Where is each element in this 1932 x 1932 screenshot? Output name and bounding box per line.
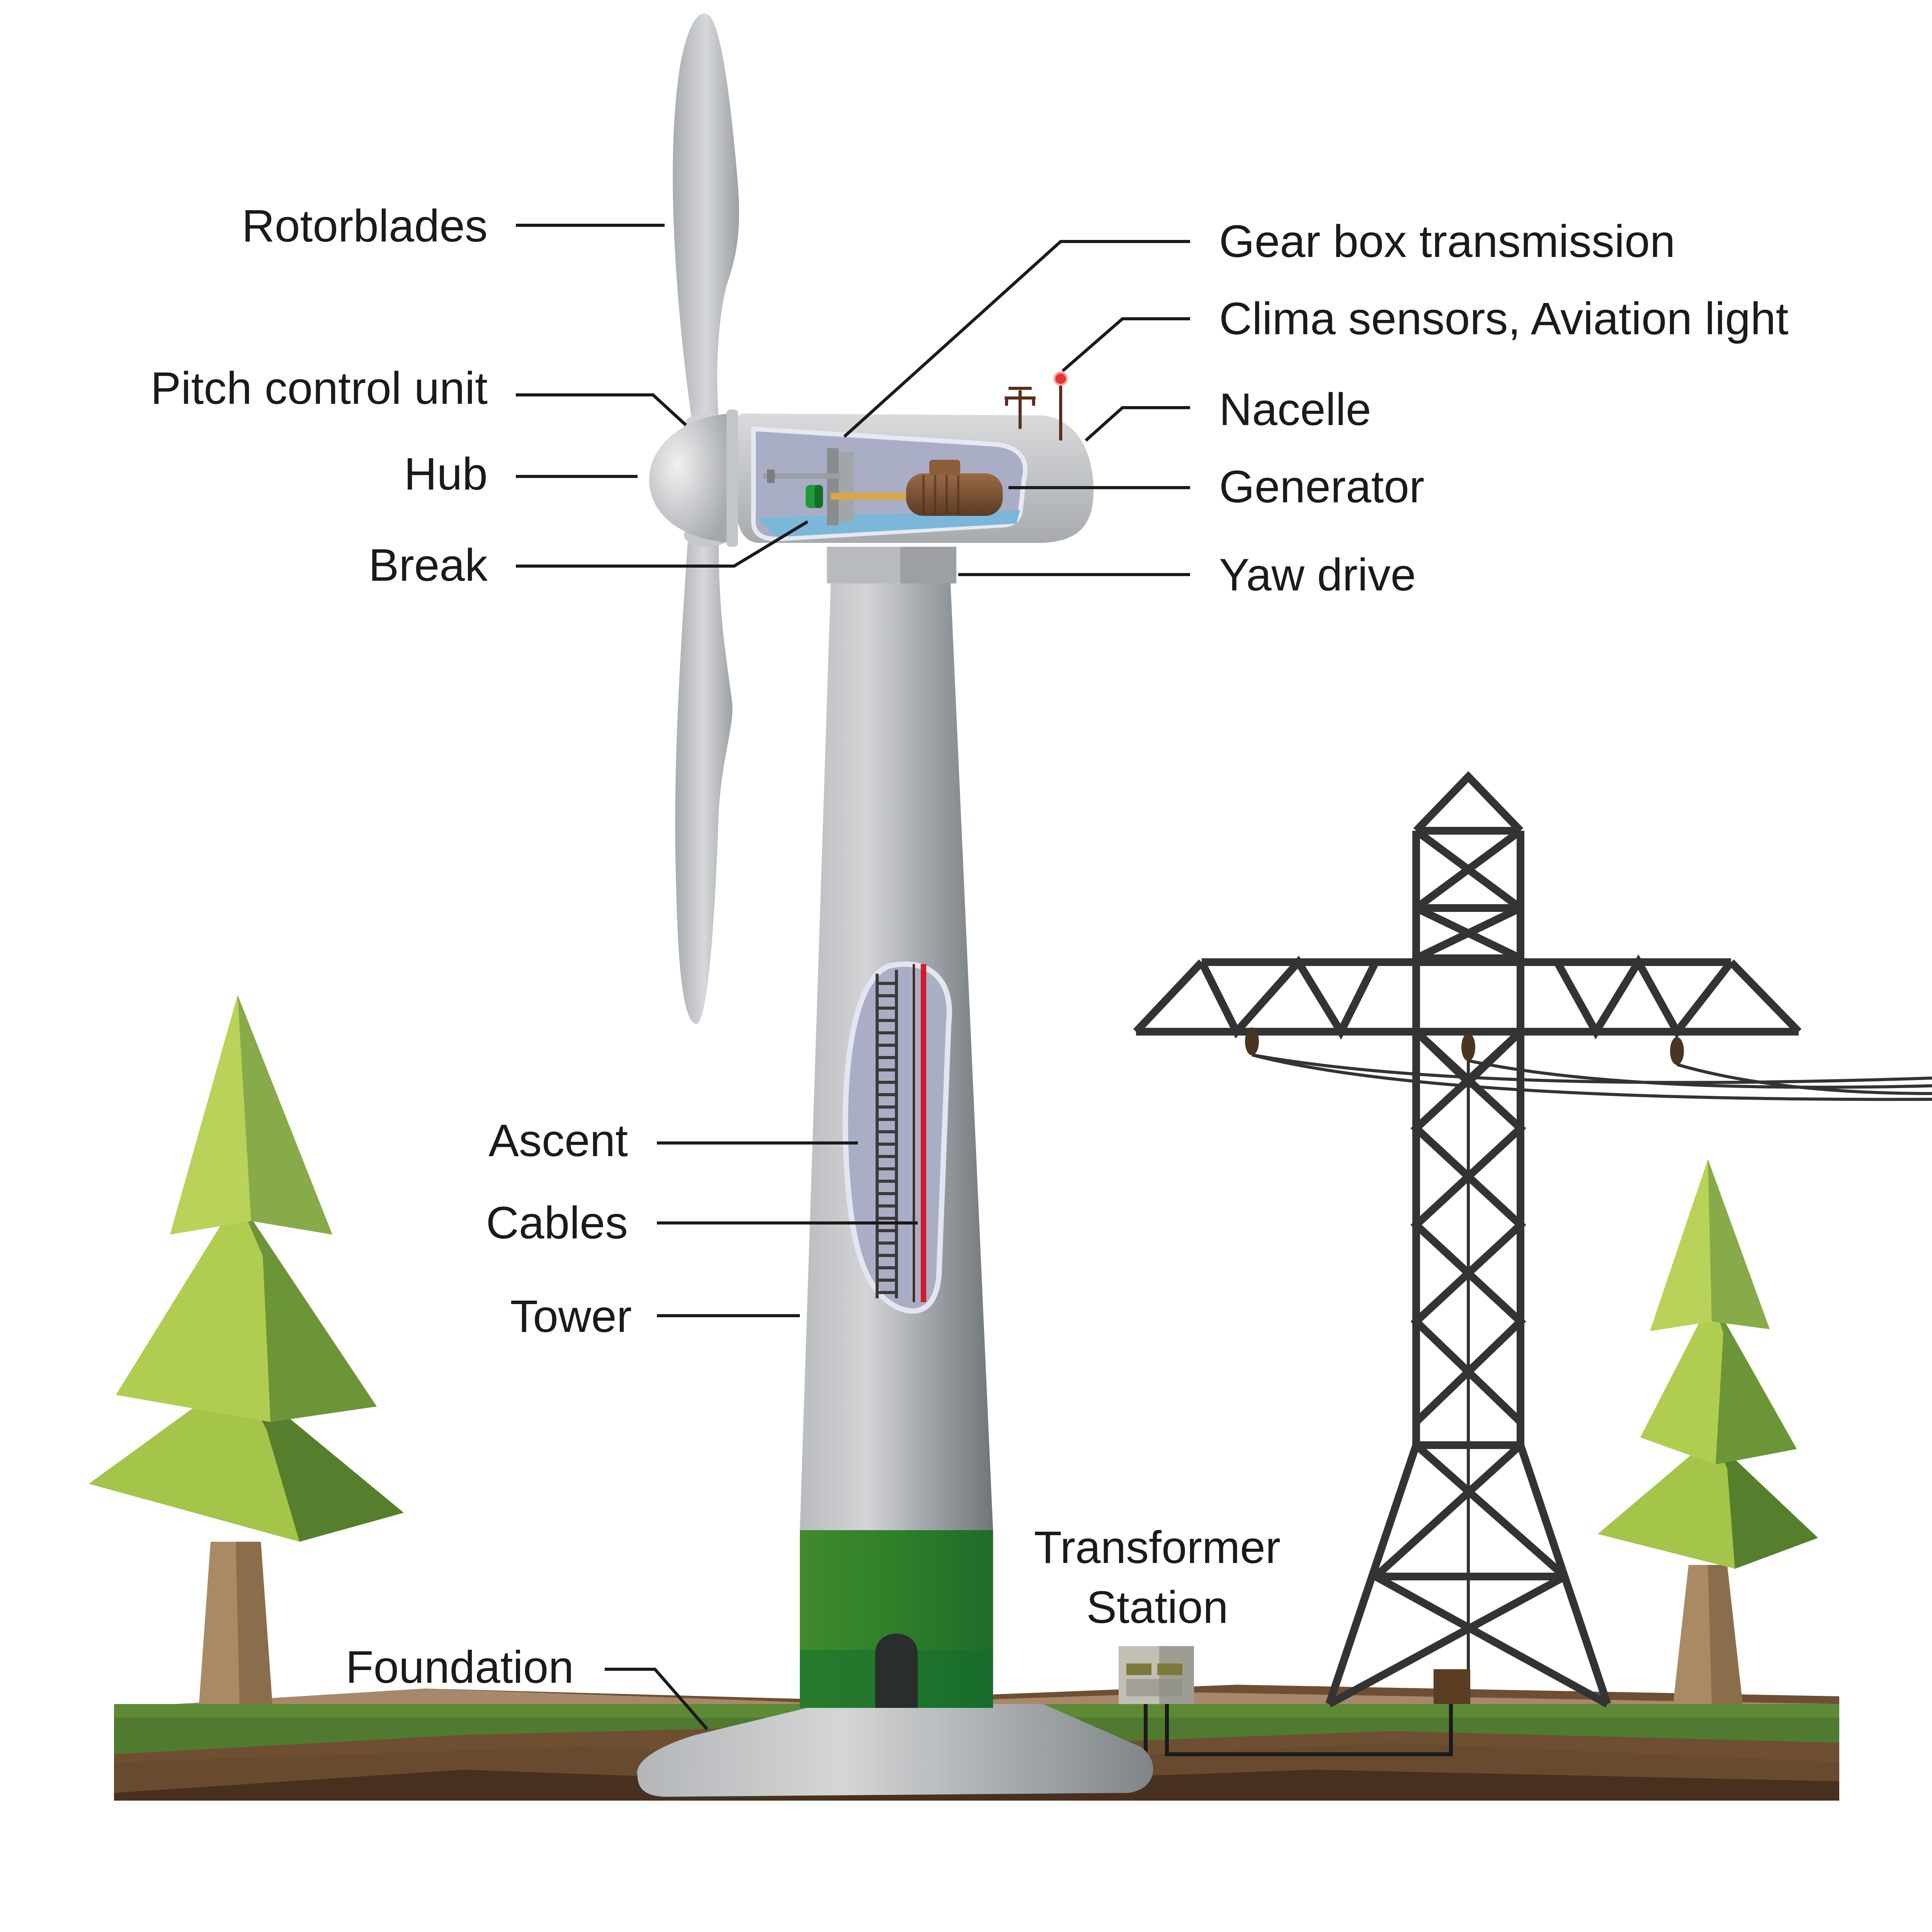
ladder-rungs [877,982,896,1294]
aviation-light [1053,371,1068,386]
labels: Rotorblades Pitch control unit Hub Break… [151,201,1789,1693]
rotorblade-top [673,14,739,419]
power-line-3 [1676,1063,1932,1095]
leader-gear-box [843,240,1190,438]
shaft-coupling [767,469,775,483]
leader-foundation [605,1668,709,1730]
tree-tier-middle-shade [238,1198,377,1422]
insulator-left [1245,1027,1259,1055]
label-clima-sensors: Clima sensors, Aviation light [1219,293,1789,344]
label-yaw-drive: Yaw drive [1219,549,1416,600]
transformer-vent-left [1126,1663,1151,1675]
label-break: Break [369,540,488,591]
pylon-crossarm-end-right [1728,959,1802,1034]
label-tower: Tower [510,1291,632,1342]
leader-nacelle [1085,406,1190,442]
tree-tier-top-shade [1708,1159,1770,1329]
rotor-hub [649,413,730,543]
transformer-panel [1126,1679,1182,1696]
power-lines [1251,1053,1932,1673]
tree-right [1598,1159,1818,1704]
insulator-right [1670,1037,1684,1065]
label-foundation: Foundation [346,1642,574,1693]
foundation-base [637,1704,1153,1797]
pylon-crossarm-end-left [1133,959,1205,1034]
nacelle-floor [757,510,1020,537]
tower-door [875,1633,918,1708]
brake-unit-shade [815,485,823,508]
generator-ribs [922,475,959,514]
label-hub: Hub [404,449,488,500]
insulator-center [1461,1033,1475,1061]
yaw-drive-shade [900,547,956,583]
label-rotorblades: Rotorblades [242,201,488,252]
power-line-1 [1252,1053,1932,1084]
main-shaft [763,473,840,479]
gearbox-housing [838,452,854,522]
tree-tier-middle-shade [1712,1298,1797,1464]
hub-flange [726,410,738,547]
label-ascent: Ascent [488,1115,628,1166]
transformer-vent-right [1157,1663,1182,1675]
pylon-bracing-upper [1414,827,1523,962]
clima-sensors [1005,383,1062,440]
label-gear-box: Gear box transmission [1219,216,1675,267]
label-transformer-line2: Station [1086,1582,1228,1633]
tree-tier-top-shade [238,995,332,1235]
power-line-4 [1251,1053,1932,1101]
tree-tier-bottom-shade [1712,1437,1818,1569]
pylon-foot-left [1325,1444,1420,1706]
label-cables: Cables [486,1197,628,1248]
gearbox-column [827,448,838,526]
power-line-2 [1468,1059,1932,1089]
cable-transformer-to-pylon [1165,1696,1453,1756]
leader-break [516,520,809,568]
generator [906,473,1003,516]
label-nacelle: Nacelle [1219,384,1371,435]
ascent-ladder [876,970,898,1298]
transformer-station [1119,1646,1194,1704]
leader-clima-sensors [1061,317,1190,372]
label-transformer-line1: Transformer [1034,1522,1281,1573]
label-pitch-control-unit: Pitch control unit [151,363,488,414]
tree-left [89,995,404,1704]
gold-shaft [831,493,908,500]
pylon-junction-box [1434,1669,1470,1704]
pylon-top [1413,771,1524,833]
rotorblade-bottom [675,541,733,1024]
pylon-insulators [1245,1027,1684,1065]
leader-lines [516,224,1190,1730]
tree-trunk-shade [236,1542,272,1704]
label-generator: Generator [1219,461,1424,512]
pylon-crossarm-truss [1198,954,1734,1040]
tree-trunk-shade [1708,1565,1743,1704]
leader-pitch-control-unit [516,393,687,426]
generator-top [929,460,960,475]
